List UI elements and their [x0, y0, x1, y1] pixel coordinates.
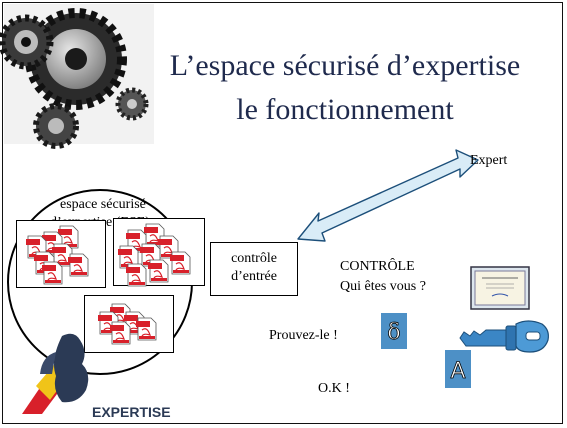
slide-frame — [2, 2, 563, 424]
question-label: Qui êtes vous ? — [340, 279, 426, 294]
svg-text:A: A — [450, 359, 465, 384]
gear-bottom-icon — [33, 103, 79, 149]
letter-a-icon: A — [445, 350, 471, 388]
svg-text:δ: δ — [387, 320, 400, 345]
ok-label: O.K ! — [318, 381, 350, 396]
certificate-icon — [470, 266, 530, 310]
gears-illustration — [0, 4, 154, 149]
controle-entree-line2: d’entrée — [231, 269, 277, 284]
slide-title-line1: L’espace sécurisé d’expertise — [169, 49, 521, 82]
controle-entree-line1: contrôle — [231, 251, 277, 266]
ese-label-line1: espace sécurisé — [60, 197, 146, 212]
logo-text: EXPERTISE — [92, 404, 171, 420]
controle-entree-box[interactable]: contrôle d’entrée — [210, 242, 298, 296]
controle-label: CONTRÔLE — [340, 259, 415, 274]
expertise-logo-icon — [22, 333, 89, 414]
delta-symbol-icon: δ — [381, 313, 407, 349]
slide-title-line2: le fonctionnement — [236, 93, 454, 126]
key-icon — [459, 320, 549, 353]
gear-small-icon — [0, 14, 54, 70]
expert-label: Expert — [470, 153, 508, 168]
prouvez-label: Prouvez-le ! — [269, 328, 338, 343]
gear-right-icon — [115, 87, 149, 121]
